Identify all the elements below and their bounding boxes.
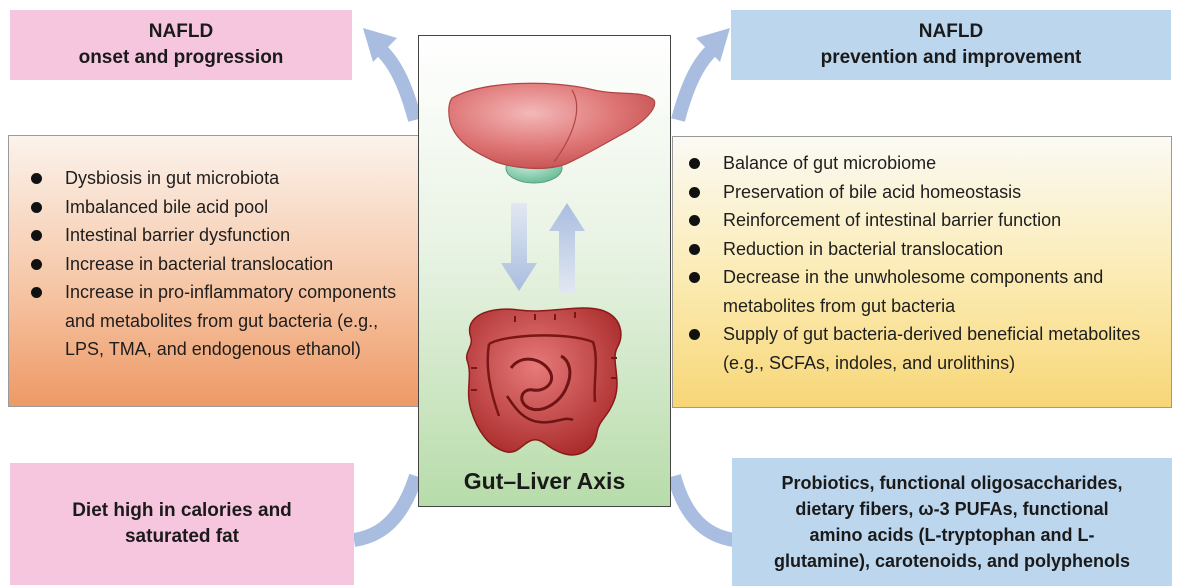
prevention-title: NAFLD bbox=[918, 21, 984, 42]
prevention-mechanisms-panel: Balance of gut microbiome Preservation o… bbox=[672, 136, 1172, 408]
nutrients-line: dietary fibers, ω-3 PUFAs, functional bbox=[795, 499, 1109, 519]
onset-progression-box: NAFLD onset and progression bbox=[10, 10, 352, 80]
list-item: Intestinal barrier dysfunction bbox=[27, 221, 417, 250]
list-item: Increase in bacterial translocation bbox=[27, 250, 417, 279]
list-item: Reduction in bacterial translocation bbox=[685, 235, 1165, 264]
diet-line: saturated fat bbox=[124, 526, 240, 547]
gut-liver-axis-panel: Gut–Liver Axis bbox=[418, 35, 671, 507]
beneficial-nutrients-box: Probiotics, functional oligosaccharides,… bbox=[732, 458, 1172, 586]
arrow-to-onset-icon bbox=[363, 28, 422, 122]
list-item: Reinforcement of intestinal barrier func… bbox=[685, 206, 1165, 235]
list-item: Increase in pro-inflammatory components … bbox=[27, 278, 417, 364]
prevention-improvement-box: NAFLD prevention and improvement bbox=[731, 10, 1171, 80]
intestine-icon bbox=[465, 307, 622, 456]
diet-line: Diet high in calories and bbox=[72, 500, 292, 521]
list-item: Balance of gut microbiome bbox=[685, 149, 1165, 178]
list-item: Dysbiosis in gut microbiota bbox=[27, 164, 417, 193]
liver-icon bbox=[448, 82, 656, 184]
list-item: Decrease in the unwholesome components a… bbox=[685, 263, 1165, 320]
list-item: Supply of gut bacteria-derived beneficia… bbox=[685, 320, 1165, 377]
bidirectional-arrows-icon bbox=[501, 203, 585, 293]
prevention-subtitle: prevention and improvement bbox=[820, 47, 1082, 68]
diet-box: Diet high in calories and saturated fat bbox=[10, 463, 354, 585]
onset-mechanisms-list: Dysbiosis in gut microbiota Imbalanced b… bbox=[27, 164, 417, 364]
onset-title: NAFLD bbox=[148, 21, 214, 42]
gut-liver-axis-label: Gut–Liver Axis bbox=[463, 468, 626, 494]
arrow-to-prevention-icon bbox=[671, 28, 730, 122]
onset-mechanisms-panel: Dysbiosis in gut microbiota Imbalanced b… bbox=[8, 135, 420, 407]
prevention-mechanisms-list: Balance of gut microbiome Preservation o… bbox=[685, 149, 1165, 377]
arrow-from-diet-icon bbox=[352, 473, 423, 547]
nutrients-line: Probiotics, functional oligosaccharides, bbox=[781, 473, 1123, 493]
list-item: Preservation of bile acid homeostasis bbox=[685, 178, 1165, 207]
onset-subtitle: onset and progression bbox=[78, 47, 284, 68]
arrow-from-nutrients-icon bbox=[667, 474, 736, 547]
list-item: Imbalanced bile acid pool bbox=[27, 193, 417, 222]
nutrients-line: glutamine), carotenoids, and polyphenols bbox=[773, 551, 1131, 571]
nutrients-line: amino acids (L-tryptophan and L- bbox=[809, 525, 1095, 545]
